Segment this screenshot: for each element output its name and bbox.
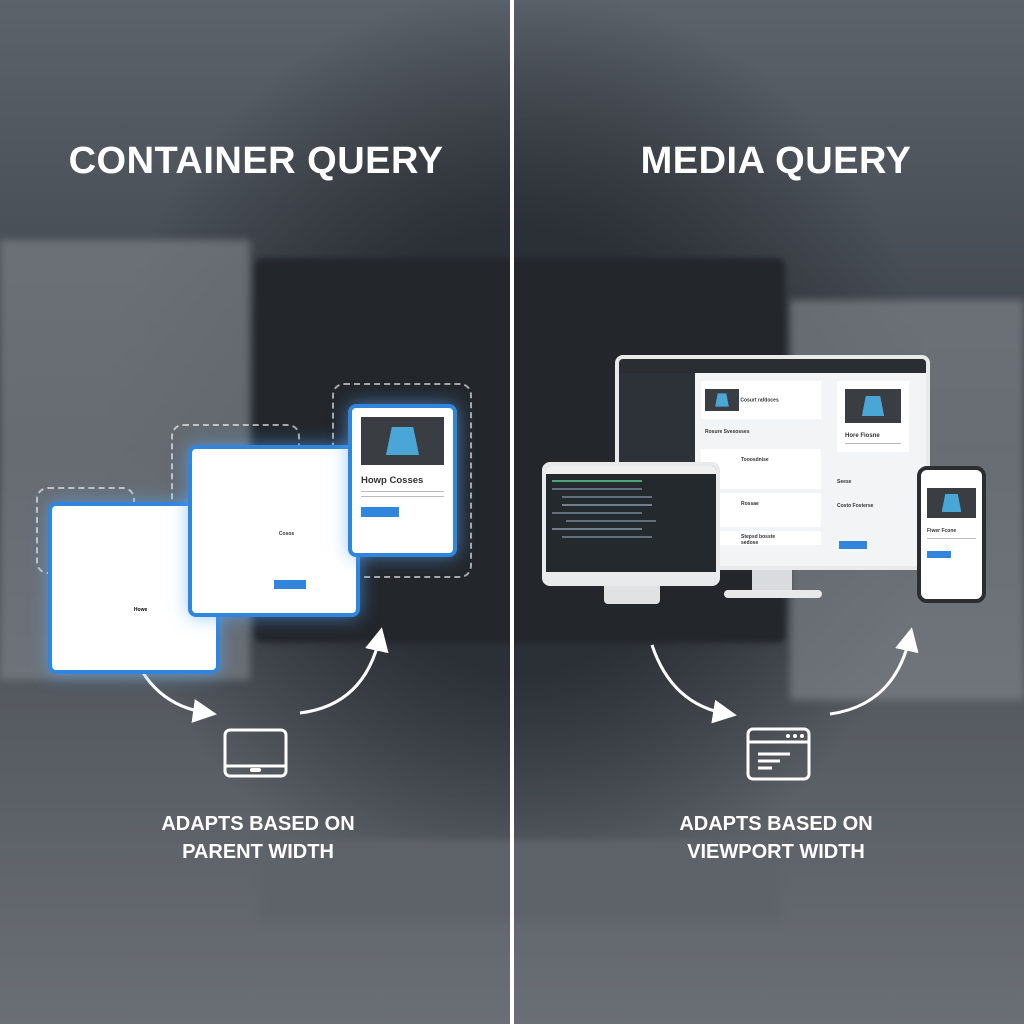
list-item: Rosure Svesosses [705,429,750,435]
monitor-base [724,590,822,598]
card-text [361,496,444,497]
card-button[interactable] [361,507,399,517]
code-lines [552,480,642,482]
editor-toolbar [546,466,716,474]
phone-card-title: Fiwer Fcone [927,528,957,534]
laptop [542,462,720,586]
card-text [927,538,976,539]
card-title: Cosos [278,530,295,537]
content-list: Cosurt rafdoces Rosure Svesosses Tooosdn… [701,381,821,546]
card-image [927,488,976,518]
browser-toolbar [619,359,926,373]
laptop-stand [604,586,660,604]
phone: Fiwer Fcone [917,466,986,603]
divider [510,0,514,1024]
side-panel: Hore Fiosne [837,381,909,452]
card-image [361,417,444,465]
list-item: Rossae [701,493,821,527]
card-large: Howp Cosses [348,404,457,557]
background-keyboard [260,840,780,920]
container-query-title: CONTAINER QUERY [68,140,444,182]
card-medium: Cosos [188,445,360,617]
list-item: Tooosdnise [701,449,821,489]
card-title: Howe [133,606,148,613]
card-text [361,491,444,492]
card-button[interactable] [273,579,306,589]
side-button[interactable] [839,541,867,549]
media-query-title: MEDIA QUERY [640,140,912,182]
monitor-stand [752,570,792,592]
phone-button[interactable] [927,551,951,558]
list-item: Cosurt rafdoces [701,381,821,419]
list-item: Stepsd bosste sedose [701,531,821,546]
card-title: Howp Cosses [361,475,424,486]
